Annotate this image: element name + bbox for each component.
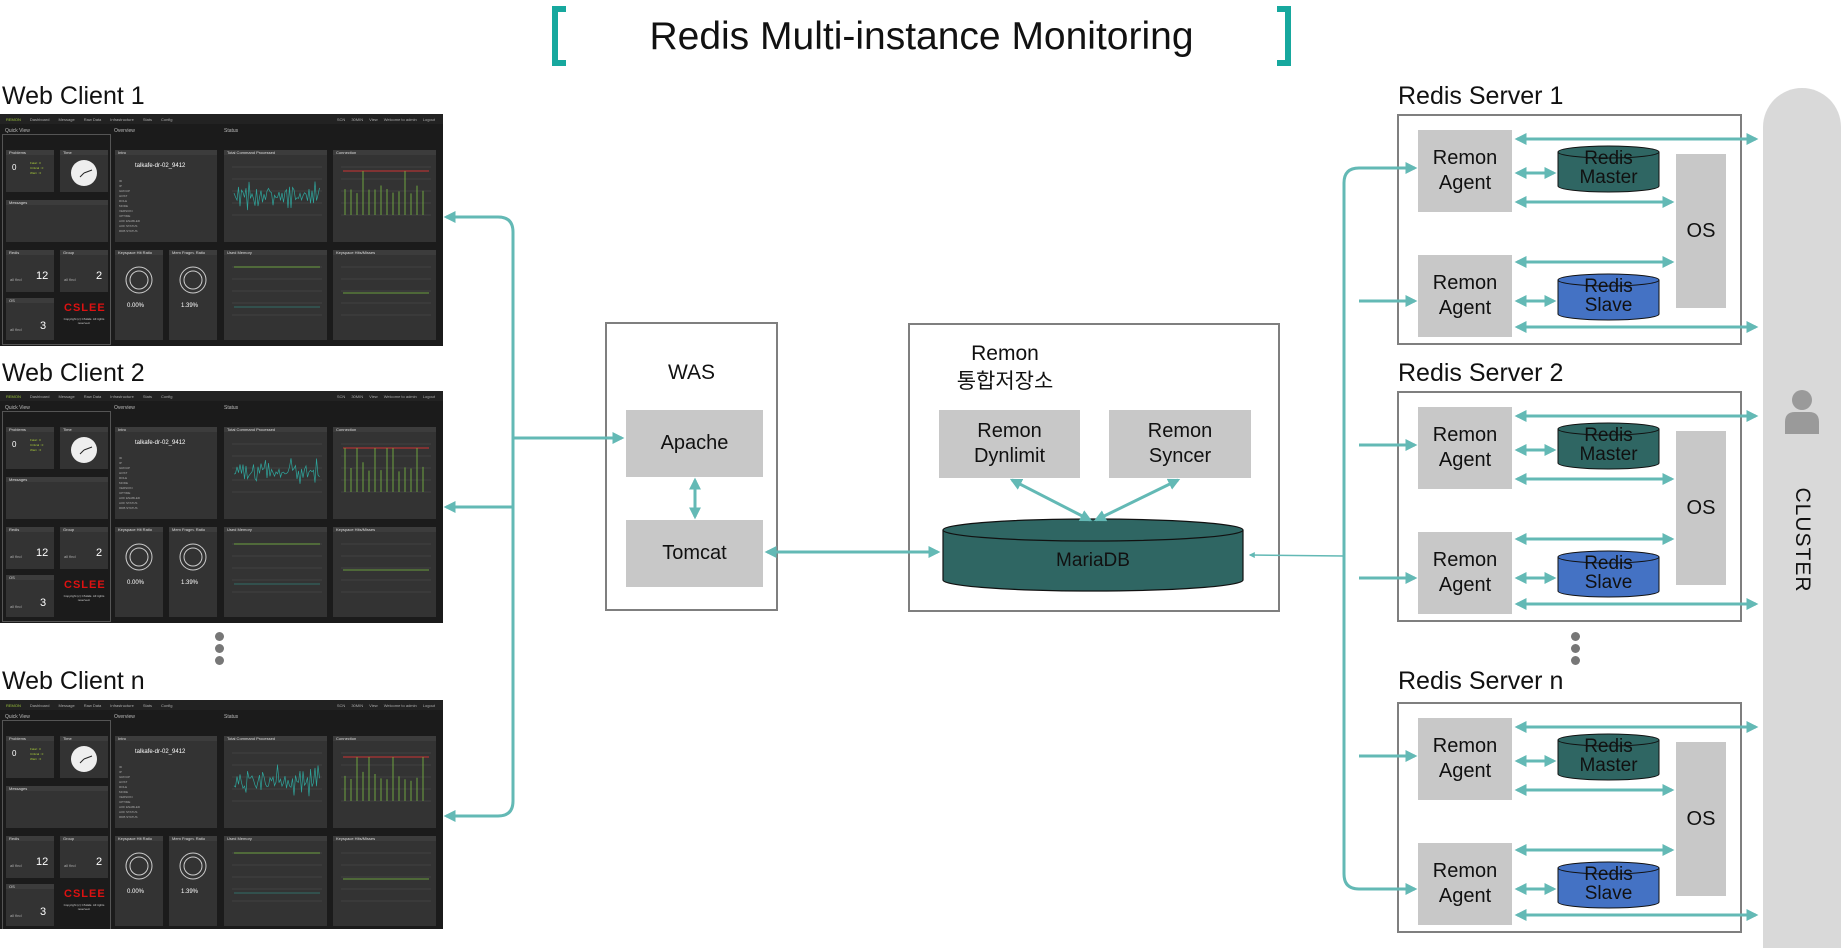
dynlimit-mariadb-arrow (1012, 480, 1090, 520)
bus-to-mariadb-arrow (1250, 555, 1344, 556)
connectors (0, 0, 1841, 929)
web-client-bus-line (446, 217, 513, 816)
server-bus-line (1344, 168, 1359, 889)
syncer-mariadb-arrow (1096, 480, 1178, 520)
